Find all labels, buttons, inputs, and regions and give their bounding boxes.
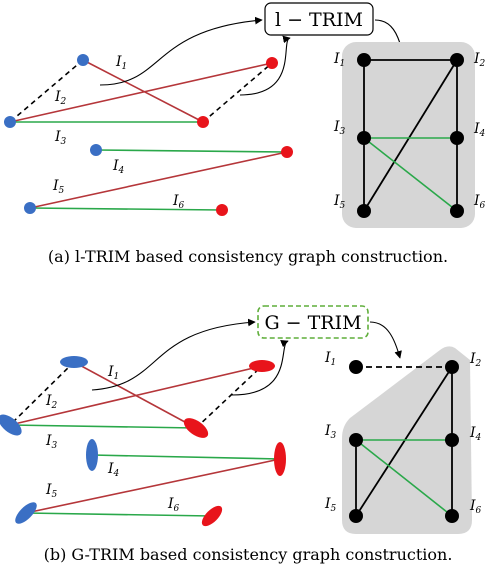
src-ellipse [86, 439, 98, 471]
corr-label-i5: I5 [45, 482, 58, 500]
graph-node-i6 [450, 204, 464, 218]
corr-label-i4: I4 [107, 461, 120, 479]
match-line-i1 [82, 59, 204, 123]
dst-point [266, 57, 278, 69]
dashed-link-1 [9, 361, 75, 426]
corr-label-i1: I1 [107, 364, 119, 382]
caption-b: (b) G-TRIM based consistency graph const… [44, 545, 453, 564]
match-line-i6 [25, 512, 213, 517]
graph-edge [363, 59, 458, 212]
panel-b: I1 I2 I3 I4 I5 I6 G − TRIM I1 I2 I3 I4 I… [0, 305, 482, 564]
arrow-box-to-graph [369, 321, 402, 359]
corr-label-i2: I2 [45, 393, 58, 411]
match-line-i4 [91, 454, 281, 460]
graph-node-i2 [450, 53, 464, 67]
corr-label-i2: I2 [54, 89, 67, 107]
corr-label-i4: I4 [112, 158, 125, 176]
graph-label-i2: I2 [469, 351, 482, 369]
graph-label-i3: I3 [324, 423, 337, 441]
arrow-from-right-to-box [239, 35, 291, 96]
graph-label-i2: I2 [473, 51, 486, 69]
g-trim-box [257, 305, 369, 339]
graph-node-i6 [445, 509, 459, 523]
dst-ellipse [249, 360, 275, 372]
graph-edge [355, 366, 453, 517]
corr-label-i1: I1 [115, 54, 127, 72]
match-line-i2 [9, 62, 273, 123]
dst-point [216, 204, 228, 216]
graph-node-i5 [349, 509, 363, 523]
caption-a: (a) l-TRIM based consistency graph const… [48, 247, 448, 266]
dashed-link-2 [195, 365, 263, 429]
corr-label-i3: I3 [45, 433, 58, 451]
src-point [4, 116, 16, 128]
arrow-from-left-to-box [91, 318, 256, 391]
src-point [24, 202, 36, 214]
graph-hull [342, 42, 475, 228]
src-ellipse [0, 414, 22, 436]
graph-label-i4: I4 [469, 425, 482, 443]
panel-a: I1 I2 I3 I4 I5 I6 l − TRIM I1 I2 I3 I4 I… [4, 2, 486, 266]
graph-label-i5: I5 [324, 496, 337, 514]
graph-label-i6: I6 [469, 498, 482, 516]
graph-label-i4: I4 [473, 121, 486, 139]
match-line-i5 [25, 458, 281, 514]
g-trim-label: G − TRIM [264, 312, 361, 334]
graph-node-i1 [349, 360, 363, 374]
dst-point [281, 146, 293, 158]
arrow-from-right-to-box [231, 340, 289, 396]
dashed-link-2 [202, 62, 273, 123]
graph-node-i2 [445, 360, 459, 374]
graph-node-i4 [450, 131, 464, 145]
match-line-i4 [95, 149, 288, 153]
graph-node-i5 [357, 204, 371, 218]
corr-label-i6: I6 [172, 193, 185, 211]
graph-node-i3 [349, 433, 363, 447]
graph-label-i6: I6 [473, 193, 486, 211]
graph-label-i1: I1 [324, 350, 336, 368]
graph-node-i4 [445, 433, 459, 447]
corr-label-i3: I3 [54, 129, 67, 147]
graph-node-i3 [357, 131, 371, 145]
corr-label-i6: I6 [167, 496, 180, 514]
src-point [77, 54, 89, 66]
dashed-link-1 [9, 59, 84, 123]
graph-node-i1 [357, 53, 371, 67]
graph-edge-green [355, 439, 453, 517]
src-ellipse [15, 502, 37, 524]
l-trim-label: l − TRIM [275, 9, 363, 31]
src-ellipse [60, 356, 88, 368]
match-line-i2 [9, 365, 263, 426]
dst-ellipse [183, 418, 209, 438]
src-point [90, 144, 102, 156]
graph-edge-green [363, 137, 458, 212]
dst-ellipse [201, 505, 223, 527]
match-line-i3 [9, 424, 197, 429]
match-line-i6 [29, 207, 223, 211]
dst-ellipse [274, 442, 286, 476]
match-line-i5 [29, 151, 288, 209]
l-trim-box [264, 2, 374, 36]
dst-point [197, 116, 209, 128]
arrow-from-left-to-box [99, 16, 263, 86]
corr-label-i5: I5 [52, 178, 65, 196]
